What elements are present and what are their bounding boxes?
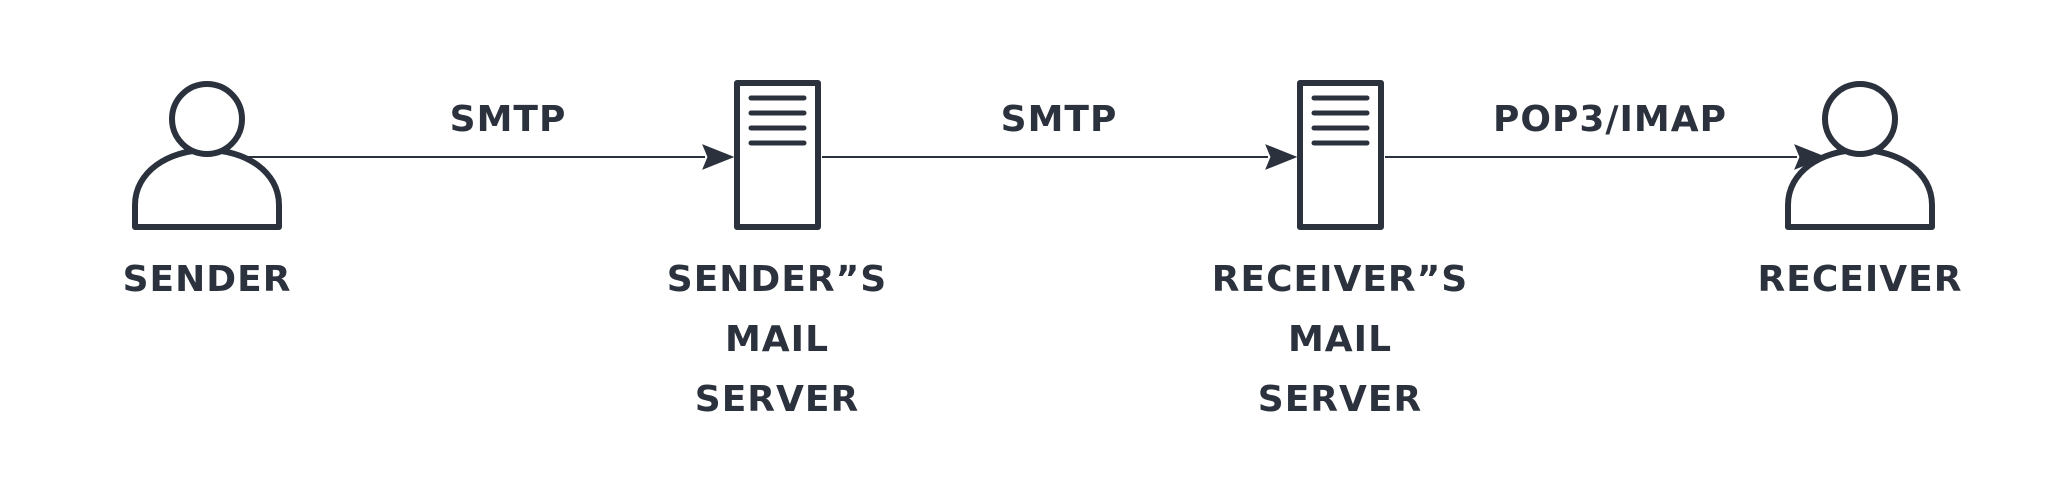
receiver-user-icon bbox=[1785, 81, 1935, 230]
node-label-line: MAIL bbox=[724, 319, 830, 360]
node-label-receiver-mail-server: RECEIVER”S MAIL SERVER bbox=[1180, 250, 1500, 430]
sender-user-icon bbox=[132, 81, 282, 230]
edge-sender-to-sender-mail-server bbox=[243, 144, 735, 170]
node-label-line: SERVER bbox=[1257, 379, 1423, 420]
edge-label-smtp-2: SMTP bbox=[1000, 99, 1118, 140]
node-label-line: SENDER”S bbox=[666, 259, 888, 300]
edge-receiver-mail-server-to-receiver bbox=[1385, 144, 1827, 170]
arrowhead-icon bbox=[702, 144, 735, 170]
node-label-line: RECEIVER”S bbox=[1211, 259, 1469, 300]
node-label-line: MAIL bbox=[1287, 319, 1393, 360]
node-label-receiver: RECEIVER bbox=[1757, 259, 1963, 300]
node-label-sender: SENDER bbox=[122, 259, 292, 300]
node-label-line: SERVER bbox=[694, 379, 860, 420]
receiver-mail-server-icon bbox=[1297, 80, 1384, 230]
node-label-sender-mail-server: SENDER”S MAIL SERVER bbox=[637, 250, 917, 430]
edge-sender-mail-server-to-receiver-mail-server bbox=[822, 144, 1298, 170]
arrowhead-icon bbox=[1265, 144, 1298, 170]
edge-label-smtp-1: SMTP bbox=[449, 99, 567, 140]
sender-mail-server-icon bbox=[734, 80, 821, 230]
edge-label-pop3-imap: POP3/IMAP bbox=[1492, 99, 1728, 140]
